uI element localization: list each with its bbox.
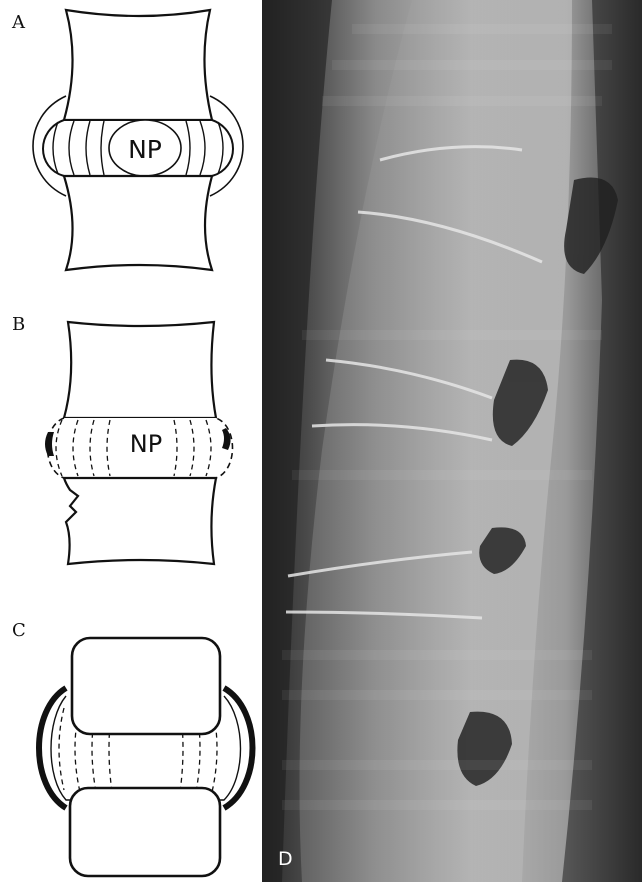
lower-vertebral-body [64,176,212,270]
panel-c-diagram [0,600,262,882]
panel-letter-d: D [278,850,293,869]
disc-label-np: NP [128,135,162,164]
upper-vertebral-body [64,10,212,120]
lower-vertebral-body [64,478,216,564]
radiograph-image [262,0,642,882]
upper-vertebral-body [72,638,220,734]
lower-vertebral-body [70,788,220,876]
panel-a-diagram: NP [0,0,262,290]
upper-vertebral-body [64,322,216,418]
disc-label-np: NP [130,430,162,458]
panel-b-diagram: NP [0,300,262,580]
